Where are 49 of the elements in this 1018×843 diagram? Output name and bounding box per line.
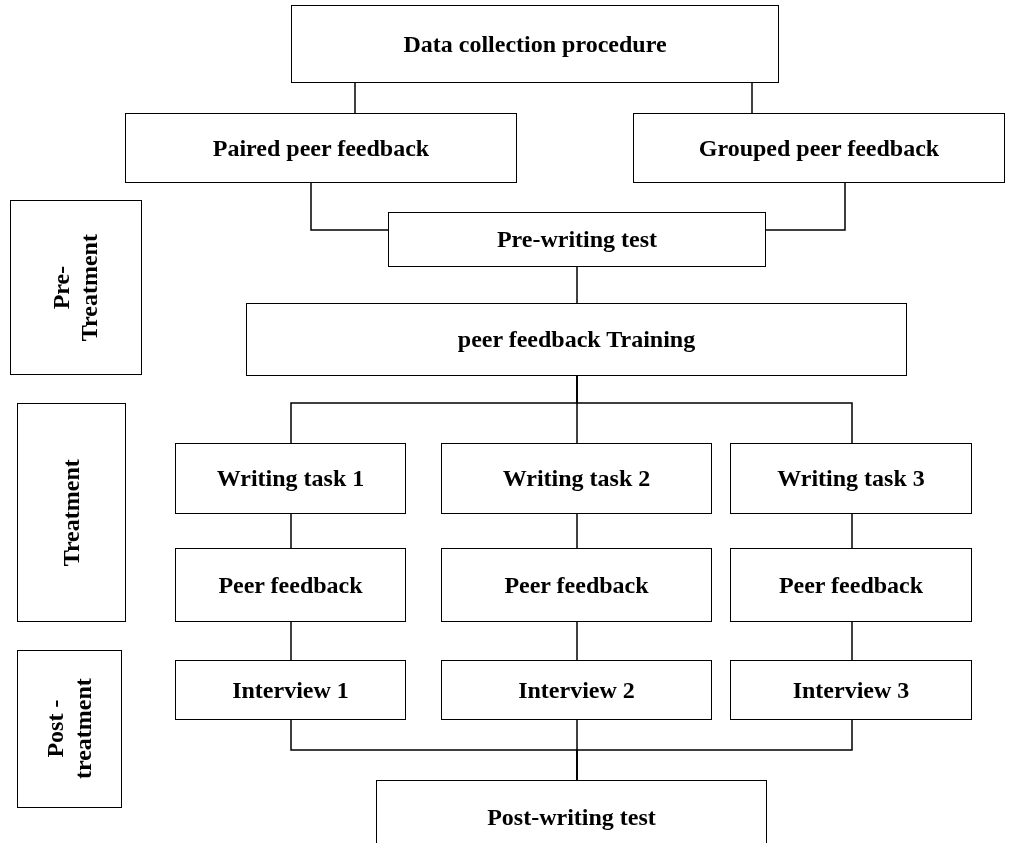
connector-line — [576, 719, 853, 781]
box-label: peer feedback Training — [457, 326, 696, 353]
connector-line — [354, 82, 356, 114]
connector-line — [765, 182, 846, 231]
phase-label: Post - treatment — [41, 677, 97, 781]
connector-line — [851, 621, 853, 661]
process-box — [291, 5, 779, 83]
process-box — [633, 113, 1005, 183]
process-box — [388, 212, 766, 267]
process-box — [175, 548, 406, 622]
box-label: Grouped peer feedback — [698, 134, 940, 162]
process-box — [441, 443, 712, 514]
process-box — [125, 113, 517, 183]
connector-line — [576, 266, 578, 304]
process-box — [175, 660, 406, 720]
process-box — [730, 443, 972, 514]
box-label: Writing task 1 — [216, 465, 365, 492]
process-box — [730, 548, 972, 622]
box-label: Peer feedback — [504, 571, 649, 599]
phase-box — [17, 650, 122, 808]
box-label: Peer feedback — [778, 571, 924, 599]
process-box — [441, 660, 712, 720]
process-box — [175, 443, 406, 514]
process-box — [441, 548, 712, 622]
box-label: Paired peer feedback — [212, 134, 430, 162]
connector-line — [576, 375, 853, 444]
box-label: Interview 3 — [792, 676, 910, 704]
connector-line — [576, 621, 578, 661]
process-box — [246, 303, 907, 376]
box-label: Peer feedback — [218, 571, 363, 599]
connector-line — [851, 513, 853, 549]
connector-line — [751, 82, 753, 114]
process-box — [376, 780, 767, 843]
connector-line — [290, 513, 292, 549]
box-label: Post-writing test — [487, 804, 656, 831]
connector-line — [290, 621, 292, 661]
box-label: Pre-writing test — [496, 226, 658, 253]
box-label: Writing task 3 — [777, 465, 925, 492]
box-label: Interview 2 — [518, 676, 635, 704]
connector-line — [310, 182, 389, 231]
phase-label: Pre- Treatment — [48, 232, 103, 344]
phase-box — [17, 403, 126, 622]
box-label: Writing task 2 — [502, 465, 651, 492]
phase-box — [10, 200, 142, 375]
connector-line — [576, 513, 578, 549]
phase-label: Treatment — [57, 458, 85, 567]
box-label: Data collection procedure — [403, 30, 667, 58]
process-box — [730, 660, 972, 720]
box-label: Interview 1 — [232, 676, 349, 704]
